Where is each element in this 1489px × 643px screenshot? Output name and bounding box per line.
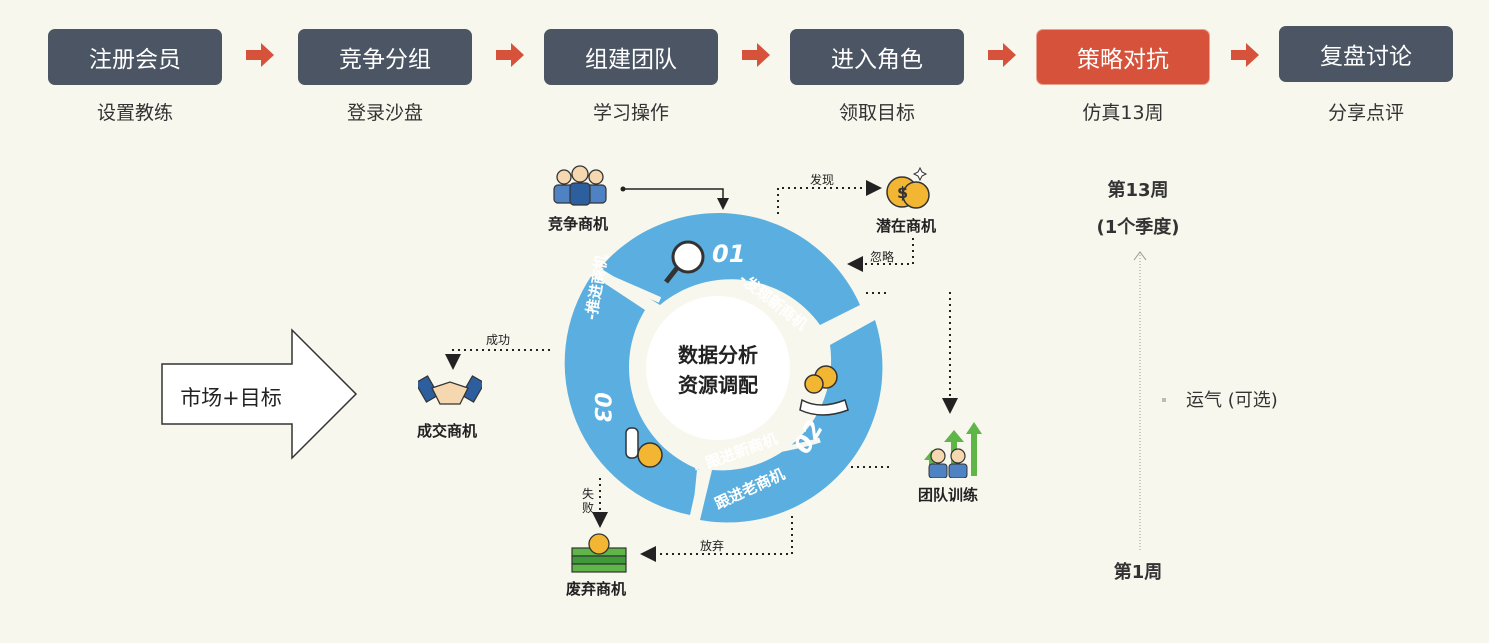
arrow-fail [592,478,608,528]
edge-success: 成功 [486,333,511,347]
coin-hand-icon [799,365,849,416]
step-review: 复盘讨论 [1279,26,1453,82]
arrow-right-icon [496,43,524,67]
opportunity-cycle-diagram [564,213,890,523]
timeline-top-week: 第13周 [1107,180,1169,201]
arrow-discover [777,180,882,214]
handshake-icon [418,375,482,405]
arrow-right-icon [1231,43,1259,67]
node-abandoned: 废弃商机 [566,580,627,598]
edge-fail: 失败 [582,487,595,515]
step-register: 注册会员 [48,29,222,85]
edge-giveup: 放弃 [700,539,725,553]
step-register-sub: 设置教练 [96,102,173,124]
market-arrow-shape [161,328,358,460]
money-stack-icon [571,533,627,573]
market-arrow-label: 市场+目标 [180,386,282,410]
step-role-sub: 领取目标 [838,102,915,124]
step-team: 组建团队 [544,29,718,85]
node-competitive: 竞争商机 [548,215,609,233]
step-strategy: 策略对抗 [1036,29,1210,85]
magnifier-icon [664,240,705,284]
node-team: 团队训练 [918,486,979,504]
edge-ignore: 忽略 [870,250,895,264]
arrow-right-icon [742,43,770,67]
timeline-luck: 运气 (可选) [1186,390,1278,411]
timeline-arrow [1133,251,1147,550]
timeline-top-quarter: (1个季度) [1096,217,1180,238]
ring-segment-3 [564,275,700,515]
edge-discover: 发现 [810,173,835,187]
svg-text:$: $ [897,183,908,202]
team-growth-icon [924,422,982,478]
step-grouping: 竞争分组 [298,29,472,85]
step-review-sub: 分享点评 [1327,102,1404,124]
arrow-success [445,349,550,370]
center-text: 数据分析资源调配 [678,343,758,397]
step-strategy-sub: 仿真13周 [1082,102,1164,124]
node-potential: 潜在商机 [876,217,937,235]
arrow-ignore [847,238,914,272]
ring-segment-1 [600,213,860,325]
timeline-bottom-week: 第1周 [1113,562,1163,583]
arrow-to-team [942,292,958,414]
ring-segment-2 [700,320,883,523]
ring-seg3-number: 03 [588,392,614,423]
arrow-right-icon [246,43,274,67]
arrow-giveup [640,516,793,562]
ring-seg1-number: 01 [712,240,746,268]
step-grouping-sub: 登录沙盘 [346,102,423,124]
step-role: 进入角色 [790,29,964,85]
coins-icon: $ [886,166,930,209]
arrow-competitive-to-ring [620,186,729,210]
arrow-right-icon [988,43,1016,67]
node-deal: 成交商机 [417,422,478,440]
step-team-sub: 学习操作 [592,102,669,124]
bullet-icon [1162,398,1166,402]
click-coin-icon [625,427,663,468]
people-group-icon [553,165,607,206]
